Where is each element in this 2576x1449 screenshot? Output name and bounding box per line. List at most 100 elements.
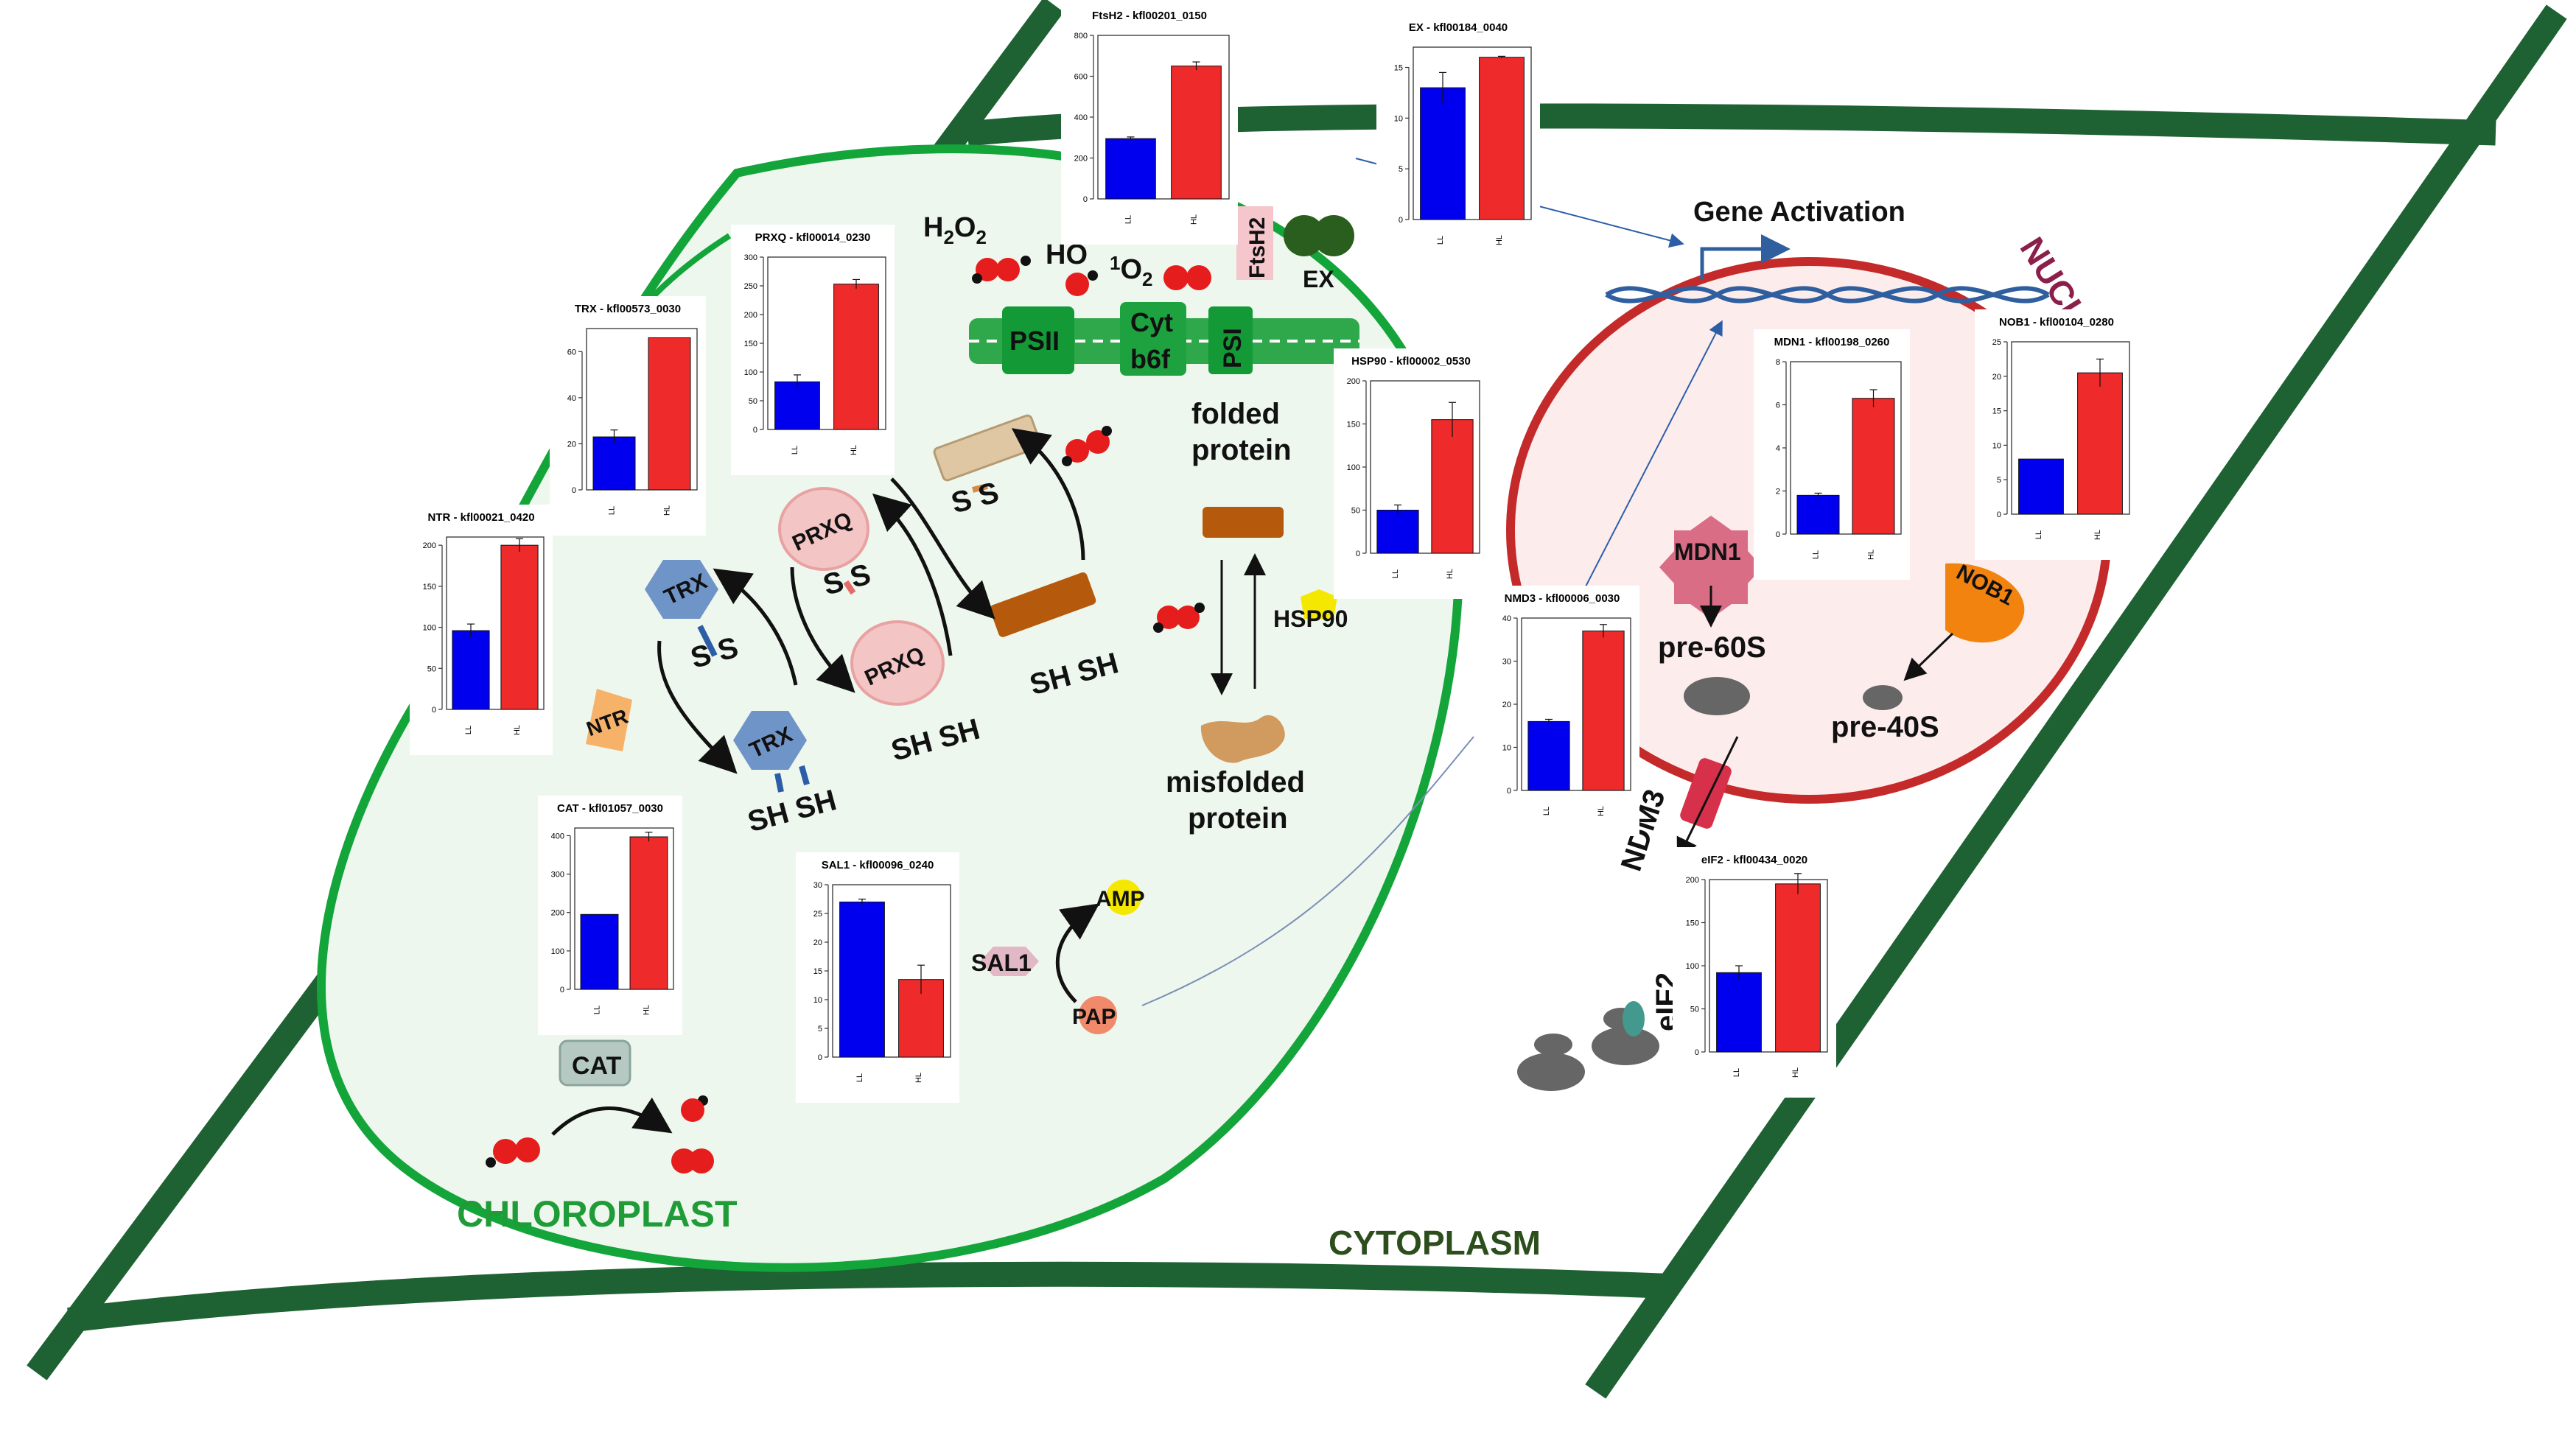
nob1-bar-HL bbox=[2077, 372, 2123, 515]
ex-bar-HL bbox=[1479, 57, 1525, 220]
cyt-b6f-complex bbox=[1120, 302, 1186, 376]
cat-y-tick-label: 200 bbox=[551, 909, 564, 918]
sal1-plot-frame bbox=[832, 884, 951, 1058]
eif2-y-tick-label: 0 bbox=[1695, 1048, 1699, 1057]
folded-protein-label-1: folded bbox=[1191, 398, 1280, 430]
ftsh2-y-tick-label: 800 bbox=[1074, 32, 1088, 41]
sal1-label: SAL1 bbox=[971, 950, 1032, 976]
ftsh2-y-tick-label: 200 bbox=[1074, 155, 1088, 164]
pre60s-ribosome-icon bbox=[1684, 677, 1750, 715]
trx-y-tick-label: 20 bbox=[567, 440, 576, 449]
prxq-bar-LL bbox=[774, 381, 820, 430]
nob1-chart-title: NOB1 - kfl00104_0280 bbox=[1999, 316, 2114, 329]
eif2-y-tick-label: 200 bbox=[1686, 876, 1699, 885]
cat-y-tick-label: 300 bbox=[551, 871, 564, 880]
sal1-y-tick-label: 0 bbox=[818, 1053, 822, 1062]
ros-molecules bbox=[486, 256, 1211, 1173]
folded-protein-label-2: protein bbox=[1191, 434, 1292, 466]
cat-y-tick-label: 0 bbox=[560, 986, 564, 994]
cat-plot-frame bbox=[574, 827, 674, 990]
mdn1-chart-title: MDN1 - kfl00198_0260 bbox=[1774, 336, 1890, 348]
trx-category-label: HL bbox=[663, 505, 672, 516]
ntr-plot-frame bbox=[446, 536, 545, 710]
dna-icon bbox=[1605, 286, 2050, 304]
nmd3-category-label: HL bbox=[1597, 806, 1606, 816]
sal1-bar-LL bbox=[839, 901, 885, 1058]
mdn1-bar-LL bbox=[1796, 494, 1840, 535]
chloroplast-label: CHLOROPLAST bbox=[457, 1193, 738, 1235]
hsp90-y-tick-label: 150 bbox=[1347, 421, 1360, 429]
pap-icon bbox=[1079, 996, 1117, 1034]
singlet-oxygen-label: 1O2 bbox=[1110, 252, 1153, 290]
ex-y-tick-label: 5 bbox=[1399, 165, 1403, 174]
mdn1-y-tick-label: 0 bbox=[1776, 530, 1780, 539]
hsp90-category-label: HL bbox=[1446, 569, 1455, 579]
sal1-y-tick-label: 20 bbox=[813, 938, 822, 947]
ex-category-label: LL bbox=[1436, 236, 1445, 245]
ntr-category-label: LL bbox=[464, 726, 473, 734]
ho-label: HO bbox=[1046, 239, 1088, 270]
cat-category-label: HL bbox=[643, 1005, 651, 1015]
cat-category-label: LL bbox=[593, 1006, 602, 1014]
trx-y-tick-label: 0 bbox=[572, 486, 576, 495]
nmd3-plot-frame bbox=[1521, 617, 1631, 791]
ftsh2-box bbox=[1236, 206, 1273, 280]
ex-chart-title: EX - kfl00184_0040 bbox=[1409, 21, 1508, 34]
prxq-category-label: LL bbox=[791, 446, 799, 455]
prxq-y-tick-label: 100 bbox=[744, 368, 757, 377]
sal1-y-tick-label: 10 bbox=[813, 996, 822, 1005]
prxq-category-label: HL bbox=[850, 445, 858, 455]
ntr-bar-HL bbox=[500, 544, 539, 710]
cat-y-tick-label: 100 bbox=[551, 947, 564, 956]
nmd3-bar-LL bbox=[1527, 720, 1570, 791]
pap-label: PAP bbox=[1072, 1005, 1116, 1029]
prxq-y-tick-label: 200 bbox=[744, 311, 757, 320]
misfolded-protein-label-2: protein bbox=[1188, 802, 1288, 835]
prxq-plot-frame bbox=[767, 256, 886, 430]
ntr-y-tick-label: 150 bbox=[423, 583, 436, 592]
folded-protein-icon bbox=[1203, 507, 1284, 538]
prxq-y-tick-label: 250 bbox=[744, 282, 757, 291]
ftsh2-y-tick-label: 400 bbox=[1074, 113, 1088, 122]
ntr-y-tick-label: 200 bbox=[423, 541, 436, 550]
nob1-category-label: LL bbox=[2034, 530, 2043, 539]
sal1-category-label: LL bbox=[855, 1073, 864, 1082]
nob1-y-tick-label: 25 bbox=[1992, 338, 2001, 347]
ftsh2-y-tick-label: 0 bbox=[1083, 195, 1088, 204]
nob1-y-tick-label: 5 bbox=[1997, 476, 2001, 485]
nob1-y-tick-label: 15 bbox=[1992, 407, 2001, 416]
sal1-y-tick-label: 15 bbox=[813, 967, 822, 976]
trx-category-label: LL bbox=[608, 506, 617, 515]
nmd3-chart-title: NMD3 - kfl00006_0030 bbox=[1505, 592, 1620, 605]
mdn1-icon bbox=[1659, 516, 1763, 619]
cat-chart-title: CAT - kfl01057_0030 bbox=[557, 802, 663, 815]
transcription-start-arrow bbox=[1700, 247, 1776, 280]
sal1-icon bbox=[980, 947, 1039, 976]
cytoplasm-label: CYTOPLASM bbox=[1329, 1224, 1541, 1262]
nmd3-y-tick-label: 30 bbox=[1502, 658, 1511, 667]
gene-activation-label: Gene Activation bbox=[1693, 197, 1905, 228]
ntr-bar-LL bbox=[452, 630, 490, 710]
psi-complex bbox=[1208, 306, 1253, 374]
eif2-bar-LL bbox=[1716, 972, 1762, 1053]
misfolded-protein-icon bbox=[1200, 715, 1285, 763]
mdn1-y-tick-label: 4 bbox=[1776, 444, 1780, 453]
nmd3-y-tick-label: 20 bbox=[1502, 701, 1511, 709]
eif2-category-label: LL bbox=[1732, 1068, 1741, 1077]
prxq-chart-title: PRXQ - kfl00014_0230 bbox=[755, 231, 871, 244]
